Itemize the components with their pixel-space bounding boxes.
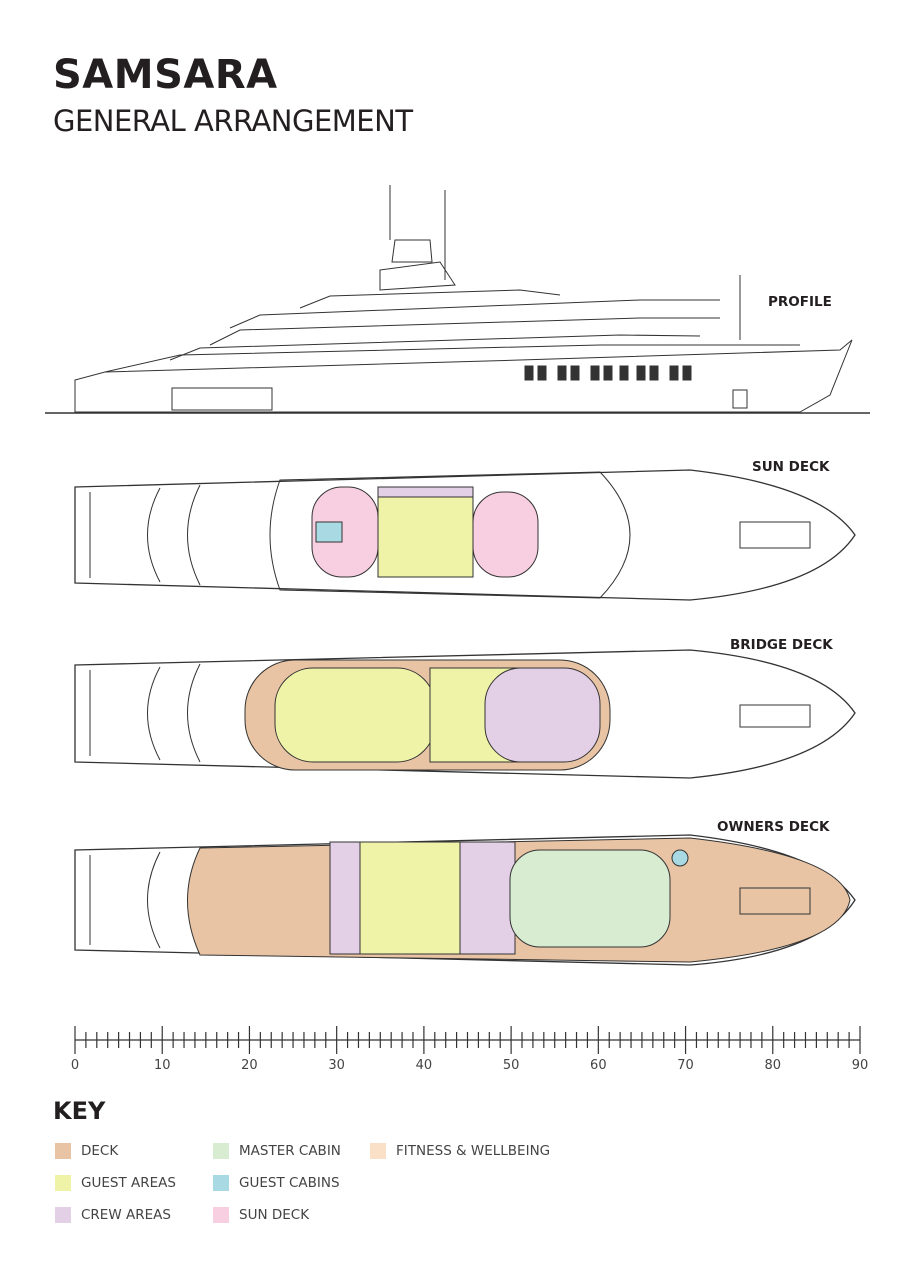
owners-deck-plan: [74, 834, 856, 966]
scale-tick-label: 70: [677, 1058, 694, 1073]
profile-drawing: [45, 185, 870, 414]
key-item-deck: DECK: [55, 1143, 118, 1159]
key-label: SUN DECK: [239, 1207, 310, 1223]
key-item-guest-cabins: GUEST CABINS: [213, 1175, 340, 1191]
scale-tick-label: 10: [153, 1058, 171, 1073]
key-item-master-cabin: MASTER CABIN: [213, 1143, 341, 1159]
key-item-fitness: FITNESS & WELLBEING: [370, 1143, 550, 1159]
swatch-fitness: [370, 1143, 386, 1159]
page-title: SAMSARA: [53, 52, 278, 98]
swatch-guest-areas: [55, 1175, 71, 1191]
scale-tick-label: 40: [415, 1058, 433, 1073]
key-label: DECK: [81, 1143, 119, 1159]
key-label: FITNESS & WELLBEING: [396, 1143, 551, 1159]
label-bridge-deck: BRIDGE DECK: [730, 637, 833, 653]
scale-tick-label: 90: [851, 1058, 869, 1073]
bridge-deck-plan: [74, 649, 856, 779]
label-profile: PROFILE: [768, 294, 832, 310]
page-subtitle: GENERAL ARRANGEMENT: [53, 104, 413, 138]
scale-tick-label: 60: [590, 1058, 607, 1073]
scale-tick-label: 50: [502, 1058, 520, 1073]
scale-tick-label: 20: [241, 1058, 258, 1073]
key-item-crew-areas: CREW AREAS: [55, 1207, 171, 1223]
profile-windows: [524, 365, 692, 381]
label-sun-deck: SUN DECK: [752, 459, 830, 475]
key-item-guest-areas: GUEST AREAS: [55, 1175, 176, 1191]
key-label: GUEST CABINS: [239, 1175, 340, 1191]
key-label: MASTER CABIN: [239, 1143, 341, 1159]
swatch-master-cabin: [213, 1143, 229, 1159]
scale-bar: [74, 1026, 861, 1054]
sun-deck-plan: [74, 469, 856, 601]
scale-tick-label: 0: [70, 1058, 80, 1073]
swatch-deck: [55, 1143, 71, 1159]
swatch-guest-cabins: [213, 1175, 229, 1191]
scale-tick-label: 30: [328, 1058, 345, 1073]
label-owners-deck: OWNERS DECK: [717, 819, 830, 835]
key-item-sun-deck: SUN DECK: [213, 1207, 309, 1223]
key-label: CREW AREAS: [81, 1207, 171, 1223]
swatch-sun-deck: [213, 1207, 229, 1223]
key-label: GUEST AREAS: [81, 1175, 176, 1191]
swatch-crew-areas: [55, 1207, 71, 1223]
key-title: KEY: [53, 1097, 106, 1125]
scale-tick-label: 80: [764, 1058, 782, 1073]
